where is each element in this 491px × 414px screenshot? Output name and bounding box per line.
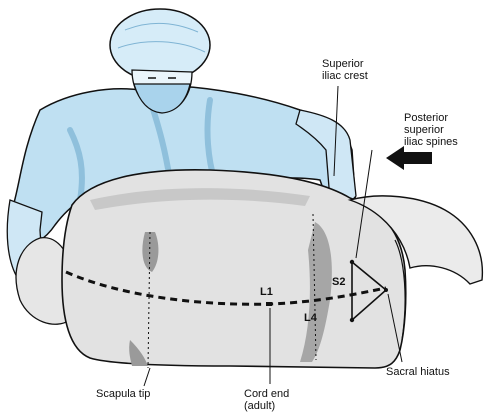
label-posterior-superior-iliac-spines: Posterior superior iliac spines xyxy=(404,112,458,148)
label-cord-end: Cord end (adult) xyxy=(244,388,289,412)
label-superior-iliac-crest: Superior iliac crest xyxy=(322,58,368,82)
marker-l1: L1 xyxy=(260,286,273,298)
l1-mark xyxy=(266,302,272,306)
patient-figure xyxy=(16,170,482,368)
leader-scapula-tip xyxy=(144,368,150,386)
pointer-arrow-icon xyxy=(386,146,432,170)
marker-s2: S2 xyxy=(332,276,345,288)
label-scapula-tip: Scapula tip xyxy=(96,388,150,400)
label-sacral-hiatus: Sacral hiatus xyxy=(386,366,450,378)
clinician-cap xyxy=(110,9,210,81)
marker-l4: L4 xyxy=(304,312,317,324)
psis-point-lower xyxy=(350,318,354,322)
sacral-hiatus-point xyxy=(384,288,388,292)
psis-point-upper xyxy=(350,260,354,264)
